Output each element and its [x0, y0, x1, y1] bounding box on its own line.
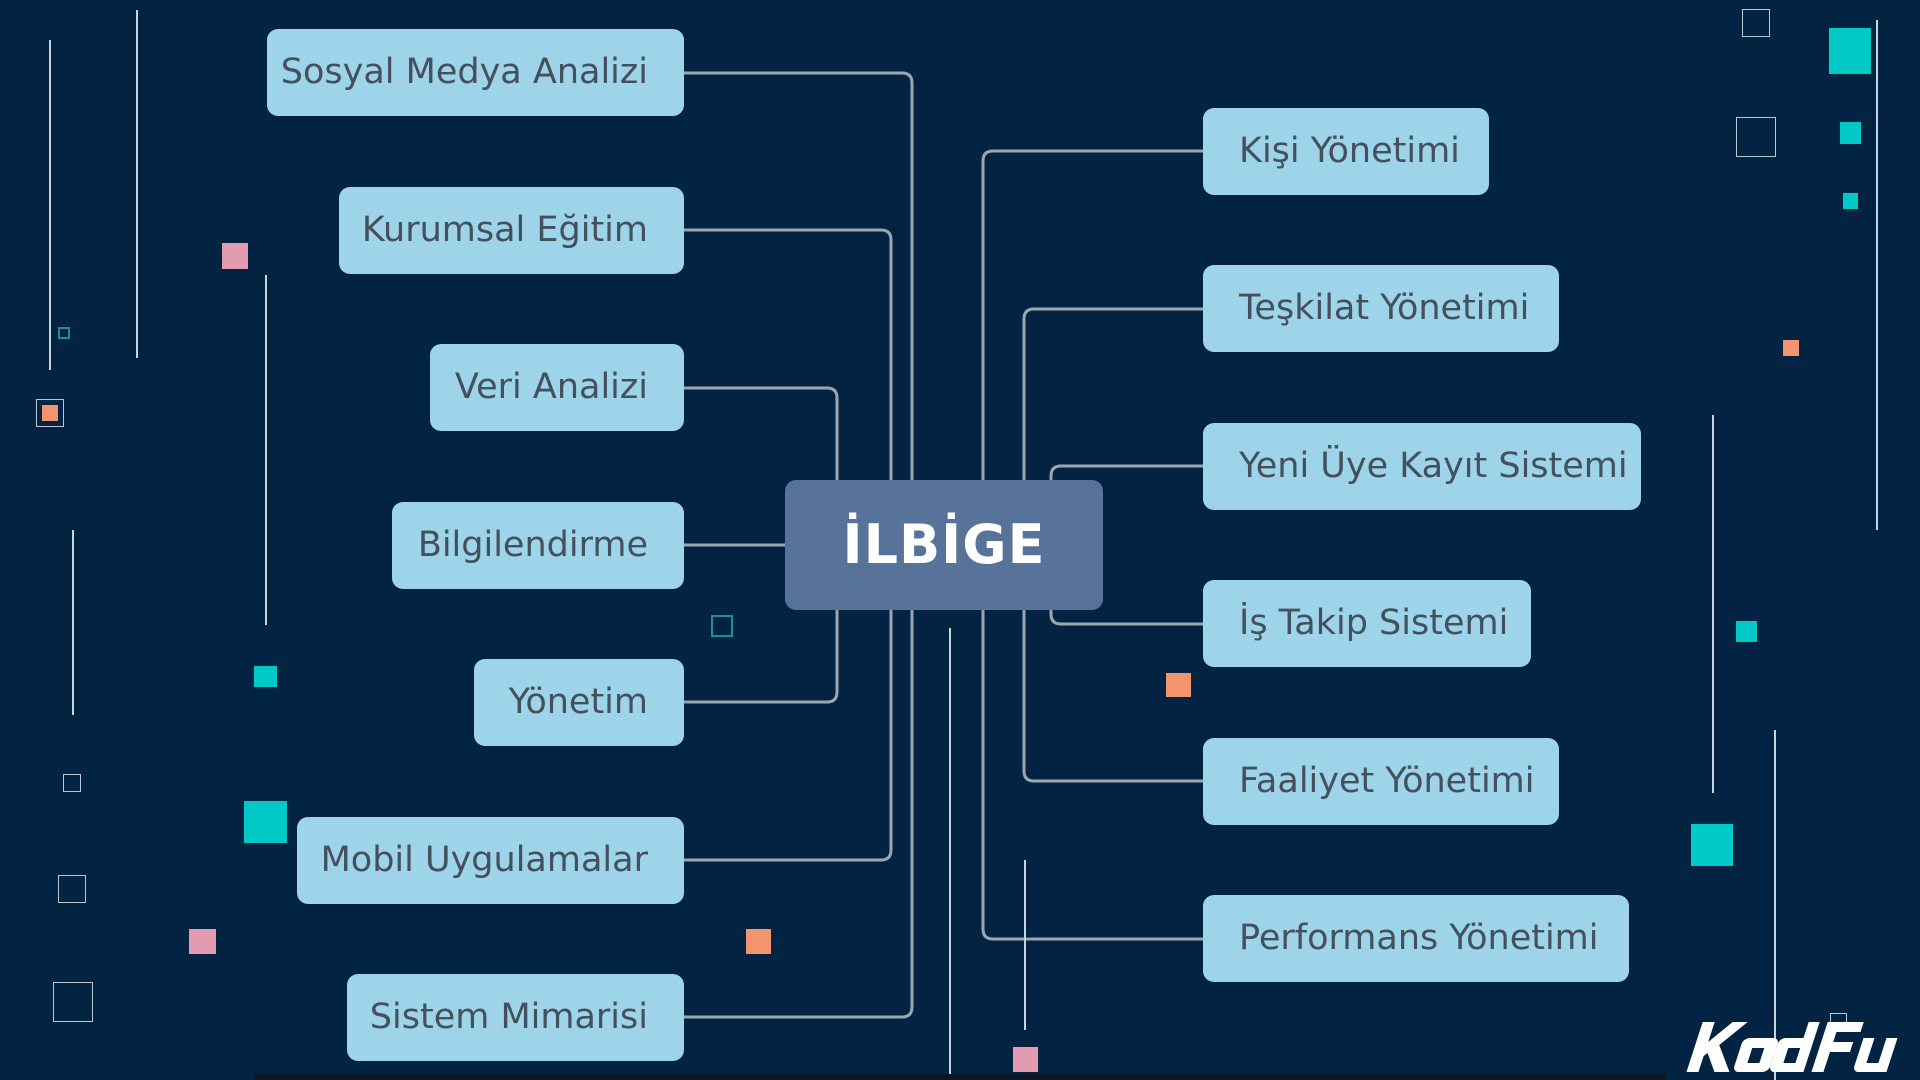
decor-square	[1742, 9, 1770, 37]
connector-kisi-yonetimi	[981, 149, 1205, 482]
node-faaliyet-yonetimi: Faaliyet Yönetimi	[1203, 738, 1559, 825]
decor-line	[1774, 730, 1776, 1080]
node-is-takip-sistemi: İş Takip Sistemi	[1203, 580, 1531, 667]
connector-faaliyet-yonetimi	[1022, 608, 1205, 783]
decor-square	[42, 405, 58, 421]
connector-teskilat-yonetimi	[1022, 307, 1205, 482]
node-sistem-mimarisi: Sistem Mimarisi	[347, 974, 684, 1061]
decor-square	[1829, 28, 1871, 74]
decor-square	[36, 399, 64, 427]
decor-square	[58, 327, 70, 339]
decor-square	[254, 666, 277, 687]
decor-square	[1736, 621, 1757, 642]
connector-is-takip	[1049, 608, 1205, 626]
connector-yonetim	[682, 608, 839, 704]
decor-square	[1843, 193, 1858, 209]
decor-square	[244, 801, 287, 843]
kodfu-logo-icon	[1686, 1022, 1898, 1072]
decor-line	[1712, 415, 1714, 793]
connector-mobil-uygulamalar	[682, 608, 893, 862]
node-veri-analizi: Veri Analizi	[430, 344, 684, 431]
decor-square	[53, 982, 93, 1022]
decor-line	[1876, 20, 1878, 530]
decor-line	[72, 530, 74, 715]
decor-line	[949, 628, 951, 1080]
decor-square	[1166, 673, 1191, 697]
connector-yeni-uye-kayit	[1049, 464, 1205, 482]
decor-line	[1024, 860, 1026, 1030]
connector-kurumsal-egitim	[682, 228, 893, 482]
decor-square	[711, 615, 733, 637]
decor-square	[189, 929, 216, 954]
node-yonetim: Yönetim	[474, 659, 684, 746]
connector-veri-analizi	[682, 386, 839, 482]
node-performans-yonetimi: Performans Yönetimi	[1203, 895, 1629, 982]
decor-line	[136, 10, 138, 358]
connector-performans-yonetimi	[981, 608, 1205, 941]
decor-square	[63, 774, 81, 792]
node-yeni-uye-kayit-sistemi: Yeni Üye Kayıt Sistemi	[1203, 423, 1641, 510]
connector-sosyal-medya-analizi	[682, 71, 914, 482]
bottom-strip	[255, 1074, 1665, 1080]
center-node: İLBİGE	[785, 480, 1103, 610]
decor-square	[1691, 824, 1733, 866]
connector-sistem-mimarisi	[682, 608, 914, 1019]
decor-square	[746, 929, 771, 954]
decor-square	[58, 875, 86, 903]
decor-square	[222, 243, 248, 269]
decor-line	[49, 40, 51, 370]
node-kurumsal-egitim: Kurumsal Eğitim	[339, 187, 684, 274]
decor-square	[1783, 340, 1799, 356]
node-kisi-yonetimi: Kişi Yönetimi	[1203, 108, 1489, 195]
decor-square	[1736, 117, 1776, 157]
node-teskilat-yonetimi: Teşkilat Yönetimi	[1203, 265, 1559, 352]
decor-square	[1840, 122, 1861, 144]
decor-square	[1013, 1047, 1038, 1072]
node-mobil-uygulamalar: Mobil Uygulamalar	[297, 817, 684, 904]
decor-line	[265, 275, 267, 625]
node-bilgilendirme: Bilgilendirme	[392, 502, 684, 589]
node-sosyal-medya-analizi: Sosyal Medya Analizi	[267, 29, 684, 116]
